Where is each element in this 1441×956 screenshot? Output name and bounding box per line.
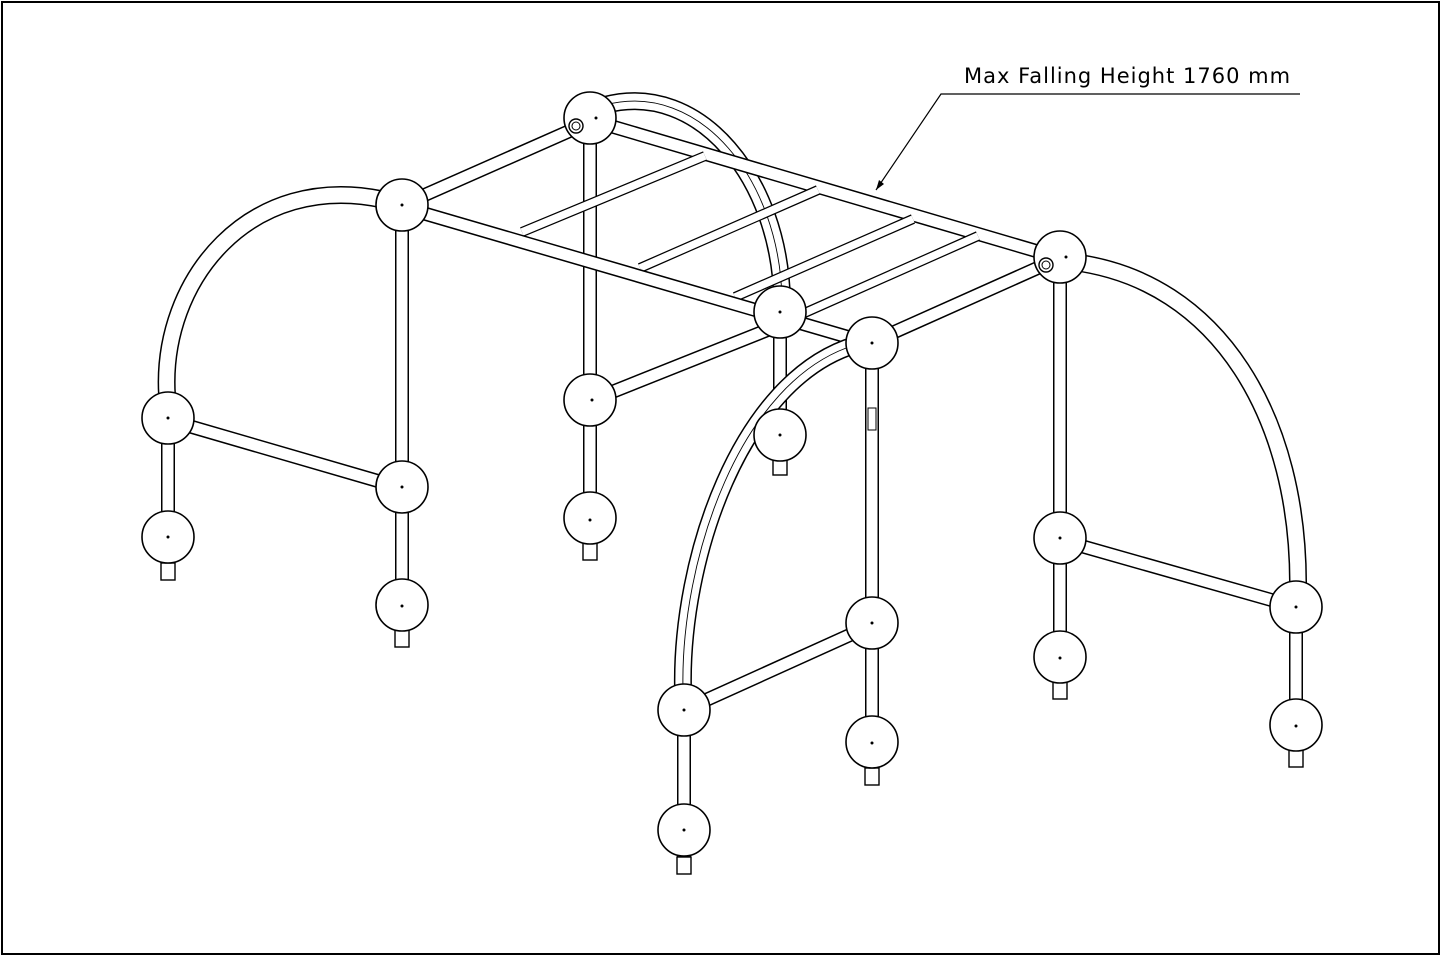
right-lower-rail	[1058, 533, 1298, 614]
top-rail-back	[588, 113, 1062, 265]
left-lower-rail	[166, 413, 404, 495]
front-post-inner	[865, 350, 879, 775]
ball-center-marks	[166, 116, 1298, 832]
feet	[160, 457, 1304, 875]
tube-end-caps	[568, 118, 1054, 273]
left-arch	[157, 186, 387, 396]
top-rail-left-short	[399, 115, 593, 212]
right-arch	[1070, 253, 1308, 591]
falling-height-label: Max Falling Height 1760 mm	[964, 64, 1291, 88]
back-lower-rail	[589, 318, 783, 407]
front-arch	[673, 336, 858, 691]
top-rail-right-short	[869, 251, 1063, 349]
front-lower-rail	[681, 618, 875, 717]
ladder-rungs	[520, 151, 981, 320]
falling-height-leader	[875, 93, 1300, 191]
back-arch	[602, 92, 791, 301]
